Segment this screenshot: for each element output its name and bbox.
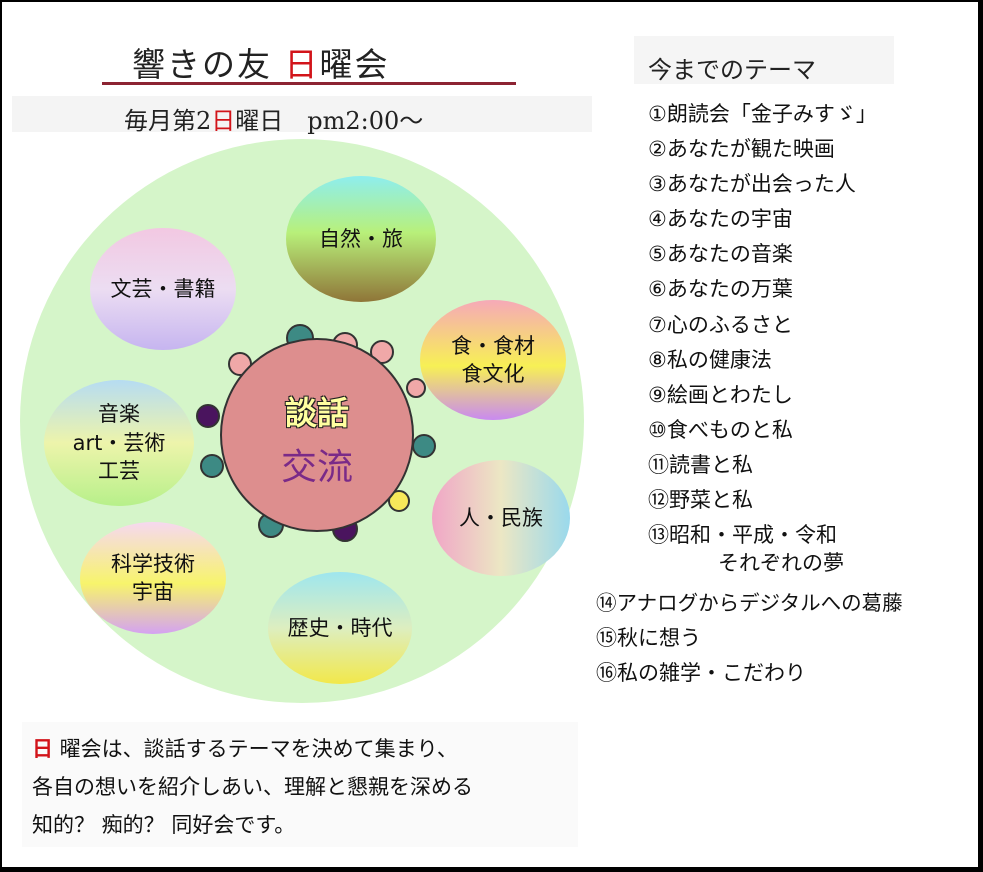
- title-main: 響きの友: [132, 45, 272, 84]
- theme-item: ⑪読書と私: [648, 453, 753, 477]
- topic-people-ethnicity: 人・民族: [432, 460, 570, 576]
- description: 日 曜会は、談話するテーマを決めて集まり、 各自の想いを紹介しあい、理解と懇親を…: [32, 737, 473, 837]
- theme-item: ③あなたが出会った人: [648, 172, 856, 196]
- theme-item: ②あなたが観た映画: [648, 137, 835, 161]
- themes-heading-bg: [634, 36, 894, 84]
- title-underline: [102, 82, 516, 85]
- center-circle: 談話 交流: [220, 338, 414, 532]
- seat-dot: [406, 378, 426, 398]
- topic-food-culture: 食・食材 食文化: [420, 300, 566, 420]
- theme-item: ⑫野菜と私: [648, 488, 753, 512]
- center-label-exchange: 交流: [280, 447, 353, 488]
- theme-item: ⑤あなたの音楽: [648, 242, 793, 266]
- topic-literature-books: 文芸・書籍: [90, 228, 236, 350]
- description-bg: [22, 722, 578, 847]
- theme-item: ⑯私の雑学・こだわり: [596, 661, 806, 685]
- topic-nature-travel: 自然・旅: [286, 176, 436, 302]
- theme-item: ⑨絵画とわたし: [648, 383, 793, 407]
- theme-item: ⑦心のふるさと: [648, 313, 793, 337]
- title-sun-char: 日: [284, 45, 320, 84]
- theme-item: ⑮秋に想う: [596, 626, 701, 650]
- seat-dot: [388, 490, 410, 512]
- theme-item: ⑩食べものと私: [648, 418, 793, 442]
- theme-item: ⑬昭和・平成・令和: [648, 523, 837, 547]
- seat-dot: [412, 434, 436, 458]
- themes-heading: 今までのテーマ: [648, 56, 816, 84]
- theme-item: ④あなたの宇宙: [648, 207, 793, 231]
- theme-item: ①朗読会「金子みすゞ」: [648, 102, 877, 126]
- seat-dot: [200, 454, 224, 478]
- center-label-talk: 談話: [284, 394, 349, 432]
- schedule-text: 毎月第2日曜日 pm2:00～: [124, 107, 424, 135]
- page-title: 響きの友 日曜会: [132, 38, 390, 86]
- topic-music-art: 音楽 art・芸術 工芸: [44, 380, 194, 506]
- theme-item-continuation: それぞれの夢: [718, 551, 844, 575]
- theme-item: ⑧私の健康法: [648, 348, 772, 372]
- seat-dot: [196, 404, 220, 428]
- description-sun-char: 日: [32, 737, 53, 761]
- topic-science-space: 科学技術 宇宙: [80, 522, 226, 634]
- theme-item: ⑥あなたの万葉: [648, 277, 793, 301]
- theme-item: ⑭アナログからデジタルへの葛藤: [596, 591, 903, 615]
- schedule-banner: [12, 96, 592, 132]
- topic-history-era: 歴史・時代: [268, 572, 412, 684]
- title-tail: 曜会: [319, 45, 390, 84]
